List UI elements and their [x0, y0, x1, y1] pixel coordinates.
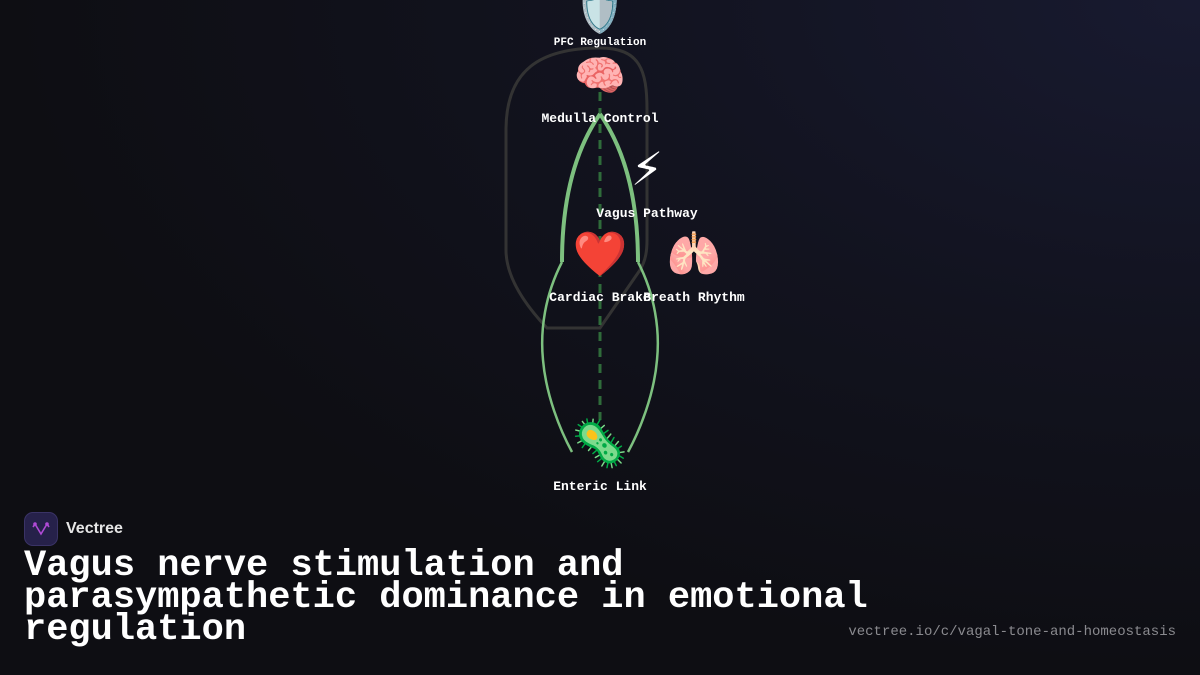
vagus-left-trunk: [560, 112, 602, 263]
lungs-icon: 🫁: [666, 229, 722, 280]
microbe-icon: 🦠: [571, 416, 629, 470]
heart-icon: ❤️: [572, 229, 628, 280]
node-label-vagus: Vagus Pathway: [596, 206, 698, 221]
vectree-logo-icon: [24, 512, 58, 546]
brain-icon: 🧠: [573, 51, 627, 100]
vagus-right-branch: [626, 261, 660, 453]
vagus-left-branch: [540, 261, 574, 453]
shield-icon: 🛡️: [576, 0, 624, 35]
node-label-breath: Breath Rhythm: [643, 290, 745, 305]
brand: Vectree: [24, 512, 123, 546]
brand-name: Vectree: [66, 520, 123, 537]
lightning-icon: ⚡: [630, 142, 664, 196]
vagus-right-trunk: [598, 112, 640, 263]
source-url: vectree.io/c/vagal-tone-and-homeostasis: [848, 624, 1176, 640]
node-label-cardiac: Cardiac Brake: [549, 290, 651, 305]
node-label-pfc: PFC Regulation: [553, 37, 647, 49]
body-outline: [504, 46, 649, 330]
page-title: Vagus nerve stimulation and parasympathe…: [24, 545, 868, 651]
node-label-enteric: Enteric Link: [553, 479, 647, 494]
node-label-medulla: Medulla Control: [541, 111, 659, 126]
